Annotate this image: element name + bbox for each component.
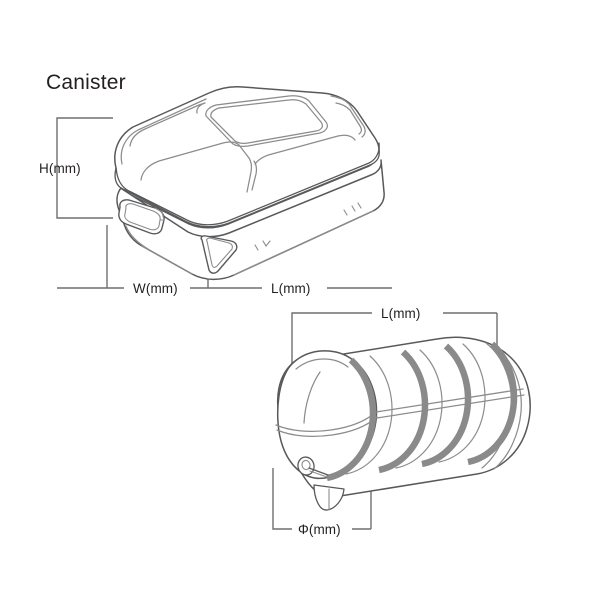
lid-center-panel-inner — [210, 99, 323, 144]
case-lid-outline — [114, 86, 380, 229]
case-foot-inner — [206, 237, 233, 268]
lid-rib-left-upper — [129, 102, 206, 147]
cylinder-band-3 — [421, 343, 472, 468]
lid-center-panel-outer — [205, 95, 328, 147]
cylinder-cap-inner-arc — [295, 358, 349, 370]
cylinder-panel-seam-1 — [345, 355, 393, 475]
lid-rib-front-right — [254, 134, 356, 165]
cylinder-long-seam-upper — [375, 388, 524, 413]
cylinder-cap-seam — [275, 411, 377, 432]
dimension-label-cylinder-diameter: Φ(mm) — [298, 522, 341, 537]
dimension-label-case-height: H(mm) — [39, 161, 81, 176]
body-front-edge — [141, 245, 193, 275]
lid-rib-front-left — [140, 141, 250, 181]
lid-rib-center-divider — [246, 157, 253, 193]
body-notch-4 — [357, 202, 362, 209]
cylinder-panel-seam-2 — [395, 349, 443, 469]
body-notch-5 — [343, 209, 348, 216]
dimension-label-cylinder-length: L(mm) — [381, 306, 421, 321]
body-notch-1 — [262, 240, 271, 247]
lid-edge-highlight-left — [120, 98, 207, 165]
lid-rib-right-upper — [330, 95, 366, 138]
dimension-label-case-length: L(mm) — [271, 281, 311, 296]
lid-rib-right-upper-2 — [335, 102, 362, 135]
case-side-latch — [118, 199, 165, 235]
cylinder-band-2 — [378, 349, 429, 474]
body-notch-2 — [254, 244, 259, 251]
dimension-height-bracket — [56, 117, 113, 219]
page-title: Canister — [46, 71, 126, 94]
lid-rib-center-divider-2 — [251, 160, 258, 191]
dimension-cylinder-length-bracket — [291, 312, 498, 371]
body-seam-left — [125, 225, 149, 250]
body-rear-fold — [233, 210, 374, 276]
dimension-label-case-width: W(mm) — [133, 281, 178, 296]
cylinder-panel-seam-3 — [438, 343, 486, 463]
cylinder-lock — [297, 456, 329, 478]
cylinder-long-seam-lower — [376, 394, 525, 419]
cylinder-band-1 — [326, 357, 377, 482]
case-triangular-foot — [200, 235, 238, 274]
cylinder-band-4 — [467, 341, 518, 466]
body-notch-3 — [351, 205, 356, 212]
cylinder-cap-seam-2 — [276, 416, 378, 437]
case-side-latch-inner — [124, 203, 161, 231]
case-side-latch-tab — [154, 207, 165, 221]
case-lid-rim — [114, 142, 380, 228]
cylinder-cap-highlight — [303, 371, 321, 424]
